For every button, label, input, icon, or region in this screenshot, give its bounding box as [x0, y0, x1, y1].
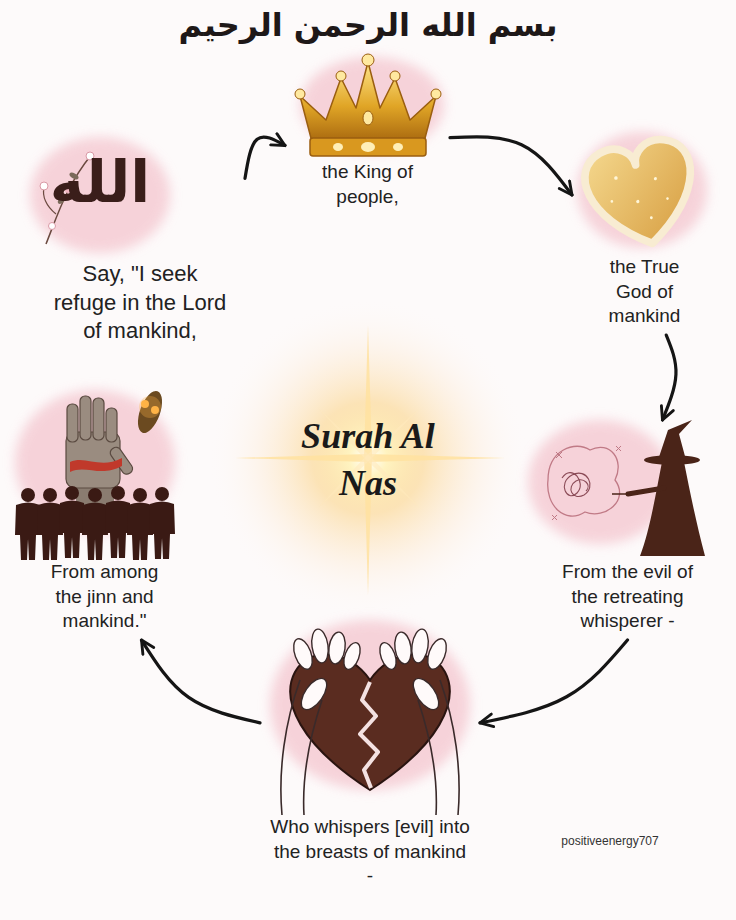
- gold-heart-icon: [579, 134, 704, 255]
- crown-icon-part: [295, 89, 305, 99]
- whisperer-icon-part: [548, 446, 620, 516]
- torn-heart-icon-part: [304, 700, 322, 815]
- torn-heart-icon: [281, 628, 459, 815]
- verse-step: the True God of mankind: [572, 135, 717, 335]
- torn-heart-icon-part: [290, 628, 450, 714]
- torn-heart-icon-part: [418, 700, 436, 815]
- crowd-hand-icon-part: [106, 408, 117, 442]
- pink-blobs-part: [270, 620, 470, 790]
- crown-icon-part: [300, 62, 436, 142]
- crowd-hand-icon-part: [149, 487, 175, 559]
- pink-blobs: [15, 57, 707, 790]
- torn-heart-icon-part: [440, 680, 459, 815]
- center-glow-part: [208, 298, 528, 618]
- whisperer-icon-part: [562, 473, 590, 497]
- verse-step: Who whispers [evil] into the breasts of …: [260, 608, 480, 895]
- verse-step: the King of people,: [285, 60, 450, 215]
- verse-caption: From among the jinn and mankind.": [40, 560, 170, 634]
- flow-arrow: [480, 640, 628, 723]
- crowd-hand-icon-part: [15, 486, 175, 560]
- crown-icon-part: [431, 89, 441, 99]
- crown-icon-part: [390, 71, 400, 81]
- crowd-hand-icon-part: [93, 398, 104, 440]
- whisperer-icon-part: [658, 420, 692, 460]
- whisperer-icon-part: [552, 446, 621, 520]
- torn-heart-icon-part: [296, 674, 331, 714]
- crowd-hand-icon-part: [127, 488, 153, 560]
- gold-heart-icon-part: [636, 200, 640, 204]
- whisperer-icon-part: [640, 462, 705, 556]
- flow-arrow: [142, 640, 261, 723]
- torn-heart-icon-part: [377, 640, 400, 671]
- crown-icon-part: [362, 54, 374, 66]
- whisperer-icon-part: [628, 488, 664, 494]
- crowd-hand-icon: [15, 388, 175, 560]
- surah-title: Surah Al Nas: [288, 413, 448, 507]
- crowd-hand-icon-part: [139, 396, 161, 418]
- gold-heart-icon-part: [579, 134, 704, 255]
- verse-caption: the True God of mankind: [595, 255, 695, 329]
- gold-heart-icon-part: [654, 177, 658, 181]
- flow-arrow: [450, 137, 572, 195]
- flow-arrow: [663, 335, 676, 420]
- whisperer-icon-part: [612, 493, 628, 495]
- torn-heart-icon-part: [360, 682, 378, 788]
- pink-blobs-part: [30, 137, 170, 253]
- verse-caption: Say, "I seek refuge in the Lord of manki…: [50, 260, 230, 346]
- crown-icon-part: [393, 143, 403, 151]
- whisperer-icon: [548, 420, 705, 556]
- torn-heart-icon-part: [281, 680, 300, 815]
- crowd-hand-icon-part: [67, 404, 78, 442]
- torn-heart-icon-part: [341, 640, 364, 671]
- torn-heart-icon-part: [310, 628, 331, 664]
- torn-heart-icon-part: [410, 628, 431, 664]
- crowd-hand-icon-part: [82, 488, 108, 560]
- verse-caption: From the evil of the retreating whispere…: [553, 560, 703, 634]
- gold-heart-icon-part: [650, 216, 653, 219]
- center-glow: [208, 298, 528, 618]
- crown-icon-part: [333, 143, 343, 151]
- verse-step: From the evil of the retreating whispere…: [540, 420, 715, 640]
- torn-heart-icon-part: [290, 654, 449, 790]
- crown-icon: [295, 54, 441, 156]
- torn-heart-icon-part: [408, 674, 443, 714]
- gold-heart-icon-part: [614, 176, 618, 180]
- crowd-hand-icon-part: [105, 486, 131, 558]
- crown-icon-part: [361, 142, 375, 152]
- blossom-branch-part: [40, 182, 48, 190]
- watermark: positiveenergy707: [540, 834, 680, 848]
- blossom-branch-part: [49, 223, 56, 230]
- crowd-hand-icon-part: [37, 488, 63, 560]
- bismillah-heading: بسم الله الرحمن الرحيم: [0, 6, 736, 44]
- crowd-hand-icon-part: [80, 396, 91, 440]
- crowd-hand-icon-part: [15, 488, 41, 560]
- verse-step: From among the jinn and mankind.": [12, 385, 197, 640]
- crowd-hand-icon-part: [70, 458, 122, 472]
- crown-icon-part: [363, 111, 373, 125]
- crown-icon-part: [336, 71, 346, 81]
- crown-icon-part: [310, 138, 426, 156]
- flow-arrow: [245, 137, 285, 178]
- allah-calligraphy: الله: [30, 148, 170, 218]
- verse-caption: Who whispers [evil] into the breasts of …: [270, 815, 470, 889]
- gold-heart-icon-part: [610, 200, 613, 203]
- crowd-hand-icon-part: [59, 486, 85, 558]
- crowd-hand-icon-part: [133, 388, 167, 436]
- gold-heart-icon-part: [666, 197, 669, 200]
- verse-caption: the King of people,: [313, 160, 423, 209]
